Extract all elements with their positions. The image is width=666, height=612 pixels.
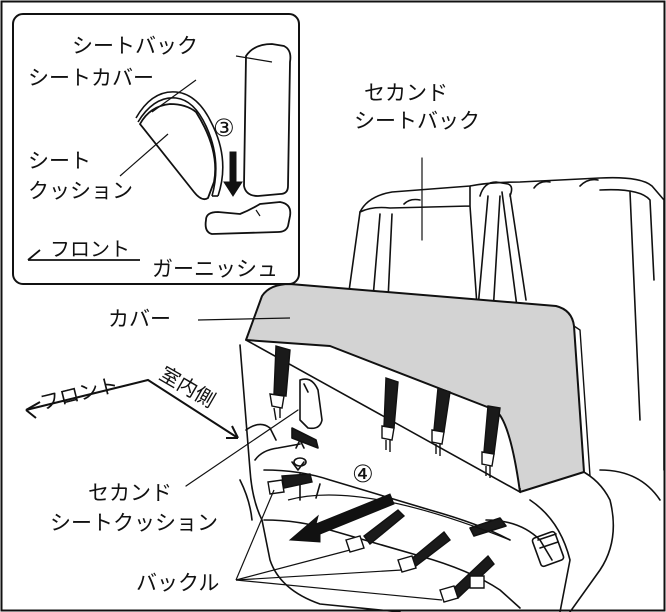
inset-cushion-label-line1: シート [28, 149, 91, 173]
inset-panel [12, 13, 300, 285]
inset-seatcover [135, 91, 224, 197]
inset-labels: シートバック シートカバー シート クッション フロント ガーニッシュ ③ [28, 34, 278, 281]
main-front-label: フロント [37, 372, 120, 415]
inset-seatback-label: シートバック [72, 34, 198, 58]
second-seatback-label-line1: セカンド [364, 81, 448, 105]
cushion-leader [185, 409, 299, 487]
right-bolster [569, 469, 615, 612]
cover-leader [197, 317, 291, 321]
seat-latch [531, 530, 565, 568]
second-cushion-label-line1: セカンド [88, 481, 172, 505]
inset-seatcover-label: シートカバー [28, 66, 154, 90]
step4-arrow [288, 493, 395, 543]
buckles-top [269, 393, 495, 478]
inset-garnish-label: ガーニッシュ [152, 257, 278, 281]
gray-cover [245, 283, 585, 493]
cushion-outline [239, 344, 401, 612]
buckle-leaders [235, 489, 443, 601]
step3-arrow [223, 151, 243, 197]
inset-seatback [243, 43, 292, 197]
step3-label: ③ [213, 114, 235, 142]
front-interior-arrow [25, 378, 239, 439]
inset-garnish [204, 201, 292, 235]
step4-label: ④ [352, 460, 374, 488]
buckle-label: バックル [136, 571, 219, 595]
cover-label: カバー [108, 307, 171, 331]
second-cushion-label-line2: シートクッション [50, 511, 218, 535]
second-seatback-label-line2: シートバック [354, 109, 480, 133]
cover-straps [273, 345, 501, 455]
buckles-bottom [267, 479, 485, 603]
inset-cushion-label-line2: クッション [28, 179, 133, 203]
inset-front-label: フロント [50, 237, 130, 261]
cushion-flap [299, 378, 323, 430]
inset-front-arrow [27, 249, 140, 261]
